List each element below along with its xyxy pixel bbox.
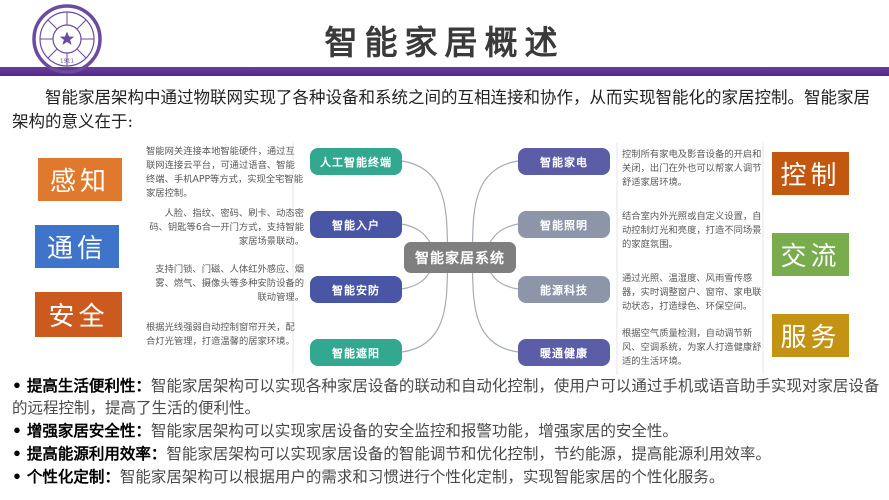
bullet-heading: 个性化定制： [26, 467, 120, 486]
benefit-list: • 提高生活便利性：智能家居架构可以实现各种家居设备的联动和自动化控制，使用户可… [12, 375, 880, 489]
keyword-box-control: 控制 [772, 152, 849, 195]
intro-paragraph: 智能家居架构中通过物联网实现了各种设备和系统之间的互相连接和协作，从而实现智能化… [12, 88, 870, 131]
bullet-icon: • [12, 467, 22, 486]
node-smart-shading: 智能遮阳 [310, 339, 402, 366]
node-smart-lighting: 智能照明 [518, 211, 610, 238]
description-safety: 支持门锁、门磁、人体红外感应、烟雾、燃气、摄像头等多种安防设备的联动管理。 [155, 264, 304, 303]
column-divider [762, 143, 764, 375]
list-item: • 个性化定制：智能家居架构可以根据用户的需求和习惯进行个性化定制，实现智能家居… [12, 466, 880, 488]
keyword-box-communication: 通信 [35, 225, 119, 268]
star-icon [59, 31, 75, 45]
bullet-body: 智能家居架构可以实现家居设备的智能调节和优化控制，节约能源，提高能源利用效率。 [166, 445, 771, 463]
node-hvac-health: 暖通健康 [518, 339, 610, 366]
bullet-body: 智能家居架构可以根据用户的需求和习惯进行个性化定制，实现智能家居的个性化服务。 [119, 468, 725, 486]
description-gateway: 智能网关连接本地智能硬件，通过互联网连接云平台，可通过语音、智能终端、手机APP… [146, 146, 304, 199]
bullet-heading: 提高能源利用效率： [26, 444, 167, 463]
header-divider-bar [0, 67, 889, 76]
description-appliance-control: 控制所有家电及影音设备的开启和关闭，出门在外也可以帮家人调节舒适家居环境。 [622, 149, 762, 188]
keyword-box-perception: 感知 [38, 158, 122, 201]
university-seal-logo: 1911 [32, 4, 102, 74]
seal-year: 1911 [60, 59, 74, 65]
description-sensors: 通过光照、温湿度、风雨雪传感器，实时调整窗户、窗帘、家电联动状态，打造绿色、环保… [622, 273, 762, 312]
list-item: • 增强家居安全性：智能家居架构可以实现家居设备的安全监控和报警功能，增强家居的… [12, 420, 880, 442]
description-air-quality: 根据空气质量检测，自动调节新风、空调系统，为家人打造健康舒适的生活环境。 [622, 328, 762, 367]
keyword-box-security: 安全 [35, 292, 122, 337]
node-smart-security: 智能安防 [310, 276, 402, 303]
column-divider [616, 143, 618, 375]
list-item: • 提高能源利用效率：智能家居架构可以实现家居设备的智能调节和优化控制，节约能源… [12, 443, 880, 465]
bullet-heading: 提高生活便利性： [26, 376, 151, 395]
bullet-icon: • [12, 421, 22, 440]
description-shading: 根据光线强弱自动控制窗帘开关，配合灯光管理，打造温馨的居家环境。 [146, 322, 295, 347]
bullet-heading: 增强家居安全性： [26, 421, 151, 440]
description-lighting: 结合室内外光照或自定义设置，自动控制灯光和亮度，打造不同场景的家庭氛围。 [622, 211, 762, 250]
node-smart-entry: 智能入户 [310, 211, 402, 238]
list-item: • 提高生活便利性：智能家居架构可以实现各种家居设备的联动和自动化控制，使用户可… [12, 375, 880, 419]
keyword-box-service: 服务 [772, 314, 849, 357]
bullet-icon: • [12, 444, 22, 463]
description-entry: 人脸、指纹、密码、刷卡、动态密码、钥匙等6合一开门方式，支持智能家居场景联动。 [149, 208, 304, 247]
keyword-box-exchange: 交流 [772, 233, 849, 276]
node-smart-appliances: 智能家电 [518, 148, 610, 175]
column-divider [292, 143, 294, 375]
page-title: 智能家居概述 [324, 23, 565, 62]
node-energy-tech: 能源科技 [518, 276, 610, 303]
node-ai-terminal: 人工智能终端 [310, 148, 402, 175]
bullet-icon: • [12, 376, 22, 395]
bullet-body: 智能家居架构可以实现各种家居设备的联动和自动化控制，使用户可以通过手机或语音助手… [12, 377, 880, 417]
bullet-body: 智能家居架构可以实现家居设备的安全监控和报警功能，增强家居的安全性。 [150, 422, 678, 440]
node-smart-home-system: 智能家居系统 [404, 242, 516, 273]
